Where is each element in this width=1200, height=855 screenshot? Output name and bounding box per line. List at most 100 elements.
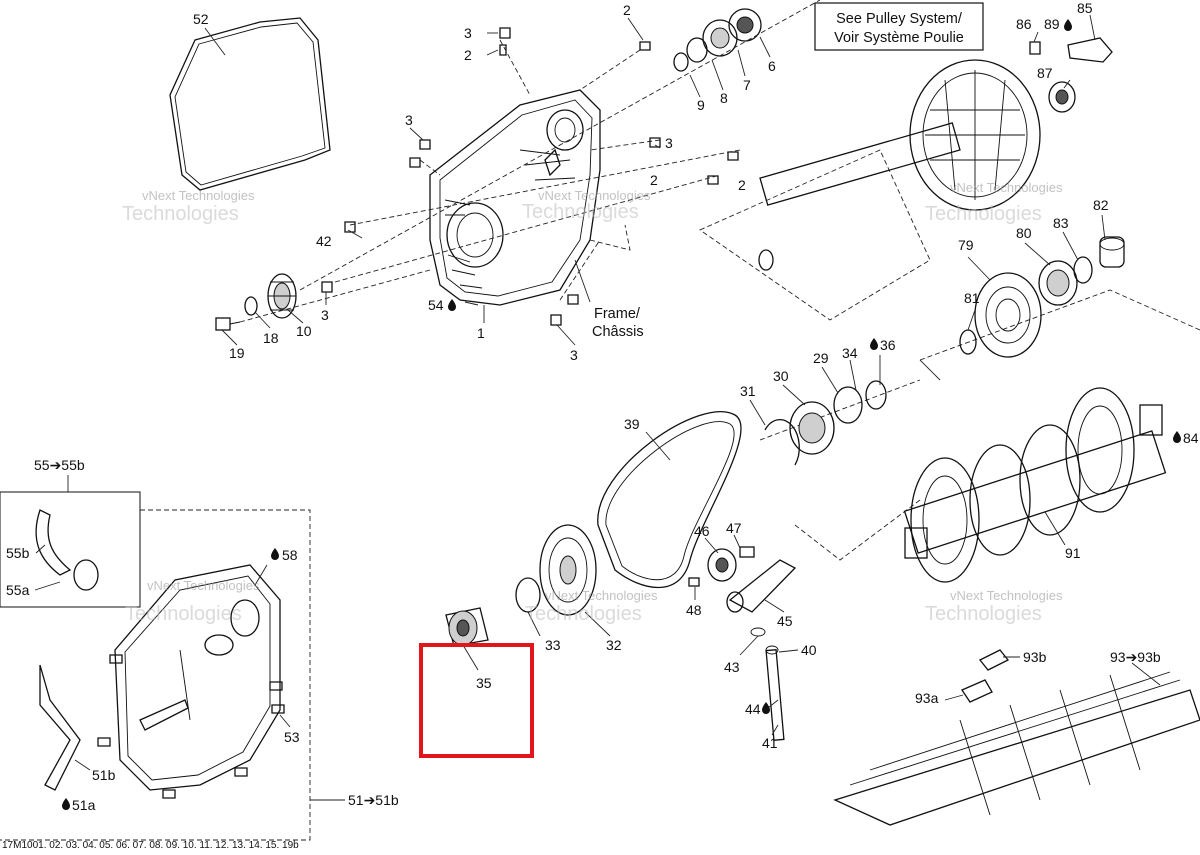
label-43: 43 [724, 659, 740, 675]
bearing-87 [1048, 81, 1076, 113]
label-93b: 93b [1023, 649, 1047, 665]
watermark-text: Technologies [122, 203, 239, 225]
clip-93b [978, 649, 1010, 671]
ring-34 [865, 380, 887, 410]
label-53: 53 [284, 729, 300, 745]
label-41: 41 [762, 735, 778, 751]
watermark-text: Technologies [925, 603, 1042, 625]
label-89: 89 [1044, 16, 1060, 32]
label-40: 40 [801, 642, 817, 658]
label-83: 83 [1053, 215, 1069, 231]
chaincase-cover [114, 564, 281, 791]
bearing-80 [1038, 260, 1078, 306]
label-36: 36 [880, 337, 896, 353]
label-93a: 93a [915, 690, 939, 706]
sprocket-32 [539, 524, 597, 616]
drive-pulley [758, 59, 1041, 271]
label-3-right: 3 [665, 135, 673, 151]
track-93 [833, 671, 1200, 826]
label-2-right: 2 [738, 177, 746, 193]
label-39: 39 [624, 416, 640, 432]
watermark-text: Technologies [125, 603, 242, 625]
label-1: 1 [477, 325, 485, 341]
circlip-31 [764, 419, 800, 466]
bolt-small-group [321, 27, 739, 326]
oil-drop-icon [62, 798, 70, 810]
label-2-top: 2 [623, 2, 631, 18]
oil-drop-icon [1173, 431, 1181, 443]
ring-29 [833, 386, 863, 424]
watermark-text: vNext Technologies [950, 180, 1063, 195]
drawing-code: 17M1001. 02. 03. 04. 05. 06. 07. 08. 09.… [2, 840, 299, 850]
label-3-left: 3 [405, 112, 413, 128]
label-86: 86 [1016, 16, 1032, 32]
label-2-left: 2 [464, 47, 472, 63]
watermark-text: vNext Technologies [147, 578, 260, 593]
label-45: 45 [777, 613, 793, 629]
watermark-text: vNext Technologies [950, 588, 1063, 603]
label-3-bottom: 3 [570, 347, 578, 363]
label-48: 48 [686, 602, 702, 618]
ring-83 [1073, 256, 1093, 284]
callout-box-pulley: See Pulley System/ Voir Système Poulie [814, 2, 984, 51]
bearing-set-6-9 [673, 8, 762, 72]
label-32: 32 [606, 637, 622, 653]
oil-drop-icon [762, 702, 770, 714]
watermarks: vNext Technologies Technologies vNext Te… [122, 180, 1063, 625]
sprocket-79 [974, 272, 1042, 358]
label-91: 91 [1065, 545, 1081, 561]
bolt-86 [1029, 41, 1041, 55]
label-82: 82 [1093, 197, 1109, 213]
label-2-mid: 2 [650, 172, 658, 188]
bolt-19 [215, 317, 241, 331]
label-42: 42 [316, 233, 332, 249]
label-30: 30 [773, 368, 789, 384]
callout-frame-line2: Châssis [592, 324, 644, 340]
label-81: 81 [964, 290, 980, 306]
dipstick-51b [39, 664, 81, 791]
label-54: 54 [428, 297, 444, 313]
label-55a: 55a [6, 582, 30, 598]
oil-drop-icon [1064, 19, 1072, 31]
callout-frame-line1: Frame/ [594, 306, 641, 322]
label-6: 6 [768, 58, 776, 74]
watermark-text: Technologies [525, 603, 642, 625]
gasket-52 [169, 17, 331, 191]
label-34: 34 [842, 345, 858, 361]
label-10: 10 [296, 323, 312, 339]
label-51a: 51a [72, 797, 96, 813]
nut-48 [688, 577, 700, 587]
watermark-text: Technologies [925, 203, 1042, 225]
bearing-35 [445, 607, 489, 647]
watermark-text: vNext Technologies [142, 188, 255, 203]
oil-drop-icon [448, 299, 456, 311]
label-52: 52 [193, 11, 209, 27]
label-31: 31 [740, 383, 756, 399]
callout-pulley-line1: See Pulley System/ [836, 11, 963, 27]
label-7: 7 [743, 77, 751, 93]
label-33: 33 [545, 637, 561, 653]
gear-10 [267, 273, 297, 319]
oil-drop-icon [870, 338, 878, 350]
callout-pulley-line2: Voir Système Poulie [834, 30, 964, 46]
label-55-range: 55➔55b [34, 457, 85, 473]
tensioner-85 [1067, 37, 1113, 63]
label-3-top: 3 [464, 25, 472, 41]
leader-lines [34, 14, 1161, 801]
label-80: 80 [1016, 225, 1032, 241]
highlight-box [419, 643, 534, 758]
oil-drop-icon [271, 548, 279, 560]
label-29: 29 [813, 350, 829, 366]
label-51b: 51b [92, 767, 116, 783]
clip-93a [961, 679, 993, 703]
dipstick-55 [35, 509, 99, 591]
label-58: 58 [282, 547, 298, 563]
watermark-text: Technologies [522, 201, 639, 223]
label-93-range: 93➔93b [1110, 649, 1161, 665]
watermark-text: vNext Technologies [538, 188, 651, 203]
tensioner-arm-45 [726, 559, 797, 613]
label-47: 47 [726, 520, 742, 536]
